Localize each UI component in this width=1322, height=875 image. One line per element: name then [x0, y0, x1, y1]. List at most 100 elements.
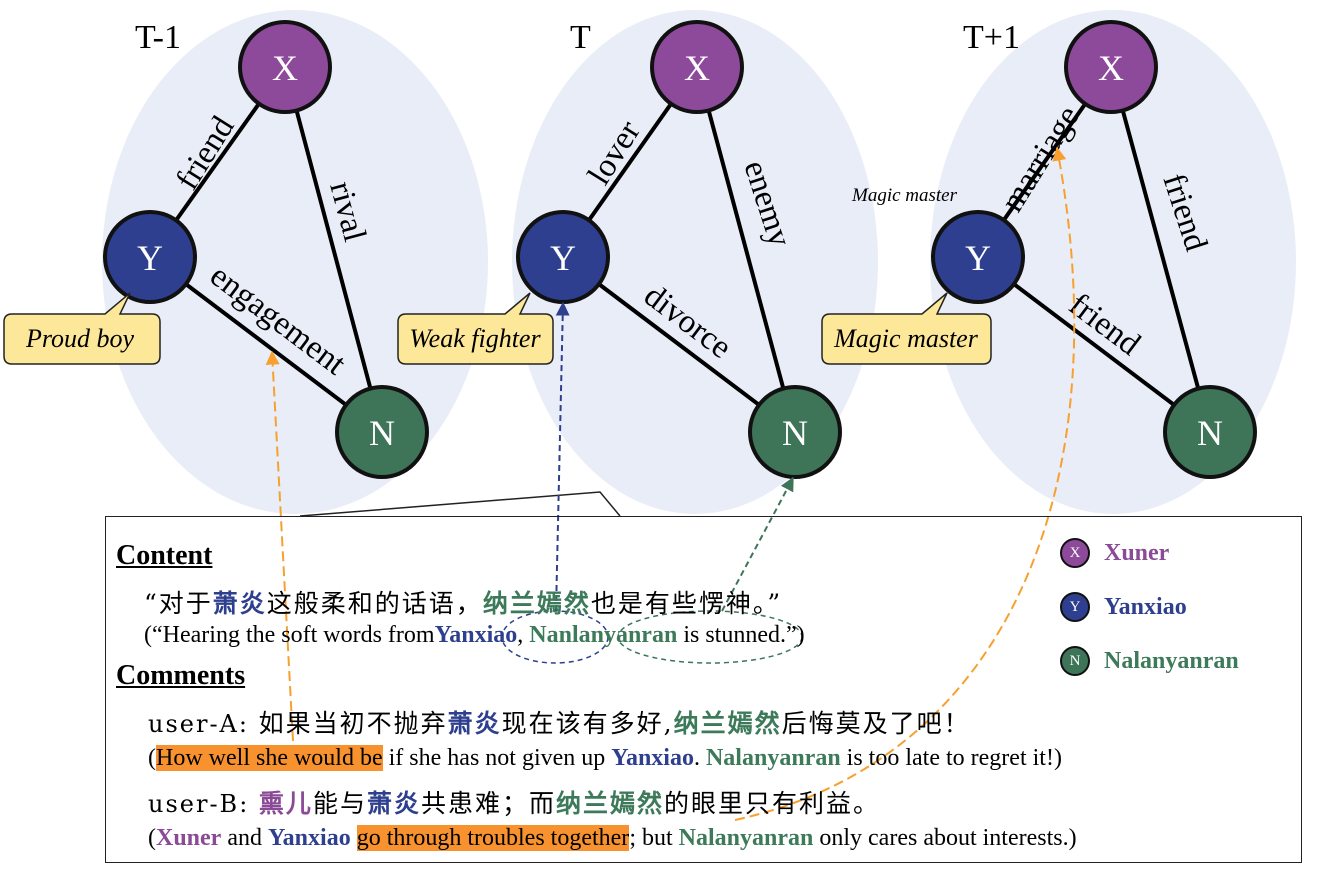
- highlight-ellipse-yanxiao: [501, 610, 609, 664]
- edge-x-n: [695, 66, 797, 433]
- node-x-label: X: [272, 48, 298, 88]
- name-nalanyanran-zh: 纳兰嫣然: [482, 589, 591, 618]
- name-nalanyanran-zh: 纳兰嫣然: [673, 709, 782, 738]
- edge-y-n: [976, 255, 1212, 434]
- name-xuner: Xuner: [156, 825, 222, 851]
- text: 共患难；而: [420, 789, 556, 818]
- name-yanxiao: Yanxiao: [268, 825, 351, 851]
- node-x: [1064, 20, 1158, 114]
- name-xuner-zh: 熏儿: [258, 789, 313, 818]
- node-n-label: N: [782, 413, 808, 453]
- callout-bubble: [397, 292, 554, 365]
- comment-b-zh-line: user-B: 熏儿能与萧炎共患难；而纳兰嫣然的眼里只有利益。: [148, 784, 880, 820]
- node-x: [650, 20, 744, 114]
- node-y-label: Y: [137, 238, 163, 278]
- text: (“Hearing the soft words from: [144, 622, 435, 648]
- legend-item-nalanyanran: N Nalanyanran: [1060, 646, 1239, 676]
- text: “对于: [144, 589, 213, 618]
- callout-bubble: [3, 292, 161, 365]
- legend-name-yanxiao: Yanxiao: [1104, 593, 1187, 620]
- callout-text: Proud boy: [25, 324, 135, 353]
- text-panel: [105, 516, 1302, 863]
- text: .: [693, 745, 706, 771]
- arrow-content-to-node-y: [555, 301, 570, 612]
- text: 能与: [312, 789, 367, 818]
- arrow-content-to-node-n: [721, 476, 794, 612]
- panel-pointer: [299, 491, 621, 517]
- node-y: [931, 210, 1025, 304]
- edge-y-n: [561, 255, 797, 434]
- time-label: T: [570, 19, 591, 56]
- callout-text: Weak fighter: [409, 324, 541, 353]
- name-yanxiao: Yanxiao: [434, 622, 518, 648]
- node-y: [103, 210, 197, 304]
- text: 也是有些愣神。”: [590, 589, 783, 618]
- name-yanxiao-zh: 萧炎: [212, 589, 267, 618]
- legend-name-xuner: Xuner: [1104, 539, 1170, 566]
- text: 后悔莫及了吧！: [781, 709, 971, 738]
- node-annotation: Magic master: [851, 185, 958, 206]
- node-n-label: N: [1197, 413, 1223, 453]
- node-x: [238, 20, 332, 114]
- legend-item-yanxiao: Y Yanxiao: [1060, 592, 1187, 622]
- callout-bubble: [821, 292, 992, 365]
- comment-a-zh-line: user-A: 如果当初不抛弃萧炎现在该有多好,纳兰嫣然后悔莫及了吧！: [148, 704, 971, 740]
- text: ; but: [629, 825, 679, 851]
- legend-name-nalanyanran: Nalanyanran: [1104, 647, 1239, 674]
- name-yanxiao-zh: 萧炎: [366, 789, 421, 818]
- node-x-label: X: [1098, 48, 1124, 88]
- user-b-label: user-B:: [148, 790, 259, 818]
- node-n: [748, 385, 842, 479]
- text: 现在该有多好,: [501, 709, 674, 738]
- text: is too late to regret it!): [840, 745, 1062, 771]
- graph-t-plus-1: X Y N T+1 Magic master marriage friend f…: [821, 10, 1296, 514]
- comment-a-en-line: (How well she would be if she has not gi…: [148, 745, 1062, 772]
- legend-dot-x: X: [1060, 538, 1090, 568]
- graph-t-minus-1: X Y N T-1 friend rival engagement Proud …: [3, 10, 488, 514]
- legend-item-xuner: X Xuner: [1060, 538, 1169, 568]
- content-zh-line: “对于萧炎这般柔和的话语，纳兰嫣然也是有些愣神。”: [144, 584, 782, 620]
- text: and: [221, 825, 268, 851]
- node-x-label: X: [684, 48, 710, 88]
- legend-dot-n: N: [1060, 646, 1090, 676]
- text: 这般柔和的话语，: [266, 589, 483, 618]
- highlight-ellipse-nanlanyanran: [617, 610, 803, 664]
- name-yanxiao: Yanxiao: [611, 745, 694, 771]
- text: is stunned.”): [677, 622, 805, 648]
- legend-dot-y: Y: [1060, 592, 1090, 622]
- graph-t: X Y N T lover enemy divorce Weak fighter: [397, 10, 878, 514]
- name-nanlanyanran: Nanlanyanran: [529, 622, 678, 648]
- arrow-comment-a-to-engagement: [265, 350, 294, 742]
- text: only cares about interests.): [813, 825, 1077, 851]
- comment-b-en-line: (Xuner and Yanxiao go through troubles t…: [148, 825, 1077, 852]
- edge-x-n: [1109, 66, 1212, 433]
- name-nalanyanran: Nalanyanran: [705, 745, 841, 771]
- user-a-label: user-A:: [148, 710, 259, 738]
- name-nalanyanran: Nalanyanran: [678, 825, 814, 851]
- text: ,: [517, 622, 530, 648]
- edge-y-n: [148, 255, 384, 434]
- node-n-label: N: [369, 413, 395, 453]
- comments-heading: Comments: [116, 660, 246, 691]
- node-y-label: Y: [550, 238, 576, 278]
- name-yanxiao-zh: 萧炎: [447, 709, 502, 738]
- text: 如果当初不抛弃: [258, 709, 448, 738]
- time-label: T+1: [963, 19, 1020, 56]
- name-nalanyanran-zh: 纳兰嫣然: [555, 789, 664, 818]
- text: (: [148, 825, 156, 851]
- text: 的眼里只有利益。: [664, 789, 881, 818]
- callout-text: Magic master: [833, 324, 979, 353]
- highlight-phrase: go through troubles together: [356, 825, 630, 851]
- highlight-phrase: How well she would be: [156, 745, 383, 771]
- node-n: [1163, 385, 1257, 479]
- text: (: [148, 745, 156, 771]
- node-n: [335, 385, 429, 479]
- text: if she has not given up: [382, 745, 612, 771]
- content-heading: Content: [116, 540, 213, 571]
- time-label: T-1: [135, 19, 181, 56]
- edge-x-n: [283, 66, 384, 433]
- node-y-label: Y: [965, 238, 991, 278]
- text: [351, 825, 357, 851]
